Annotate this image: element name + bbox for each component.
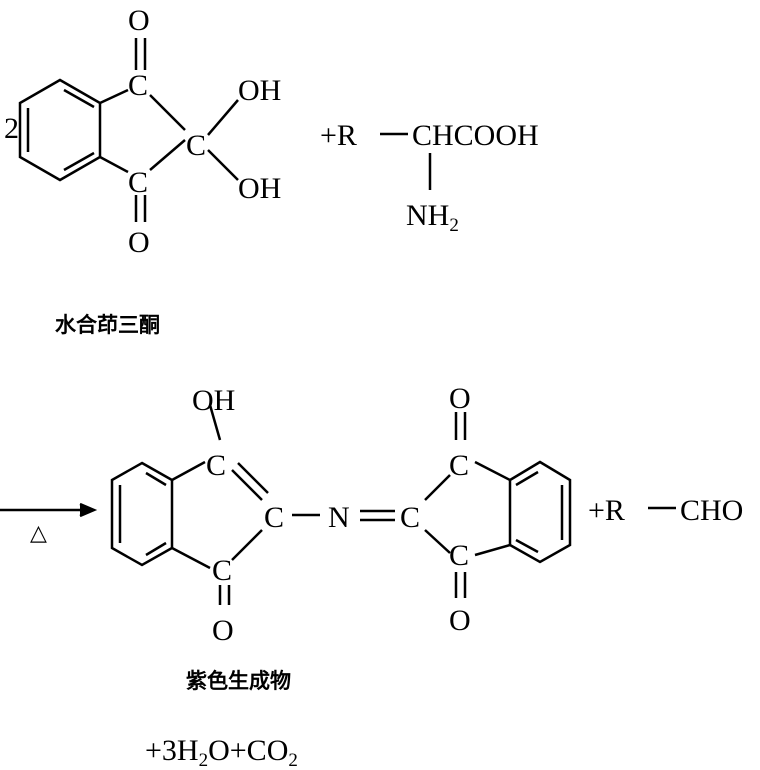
atom-n: N [328,501,350,534]
plus-r: +R [320,119,357,152]
atom-o: O [128,4,150,37]
atom-c: C [264,501,284,534]
atom-c: C [128,69,148,102]
aldehyde-cho: CHO [680,494,743,527]
atom-c: C [449,449,469,482]
atom-c: C [449,539,469,572]
ninhydrin-label: 水合茚三酮 [55,313,160,337]
atom-c: C [186,129,206,162]
atom-c: C [128,166,148,199]
benzene-ring-right [508,460,572,564]
benzene-ring-left-top [18,78,102,182]
atom-c: C [400,501,420,534]
atom-o: O [449,604,471,637]
atom-oh: OH [192,384,235,417]
atom-oh: OH [238,74,281,107]
ninhydrin-structure: 2 O C C OH OH C O 水合茚三酮 [4,4,281,337]
amine-group: NH2 [406,199,459,236]
heat-symbol: △ [30,520,47,545]
atom-o: O [449,382,471,415]
atom-c: C [212,554,232,587]
reaction-arrow: △ [0,502,98,545]
coefficient: 2 [4,112,19,145]
chain-chcooh: CHCOOH [412,119,539,152]
byproducts: +3H2O+CO2 [145,734,298,770]
atom-o: O [128,226,150,259]
purple-product-structure: OH C C N C C O C O C O 紫色生成物 [110,382,572,693]
atom-c: C [206,449,226,482]
plus-r: +R [588,494,625,527]
purple-product-label: 紫色生成物 [186,669,291,693]
atom-o: O [212,614,234,647]
amino-acid-structure: +R CHCOOH NH2 [320,119,539,236]
aldehyde: +R CHO [588,494,743,527]
atom-oh: OH [238,172,281,205]
